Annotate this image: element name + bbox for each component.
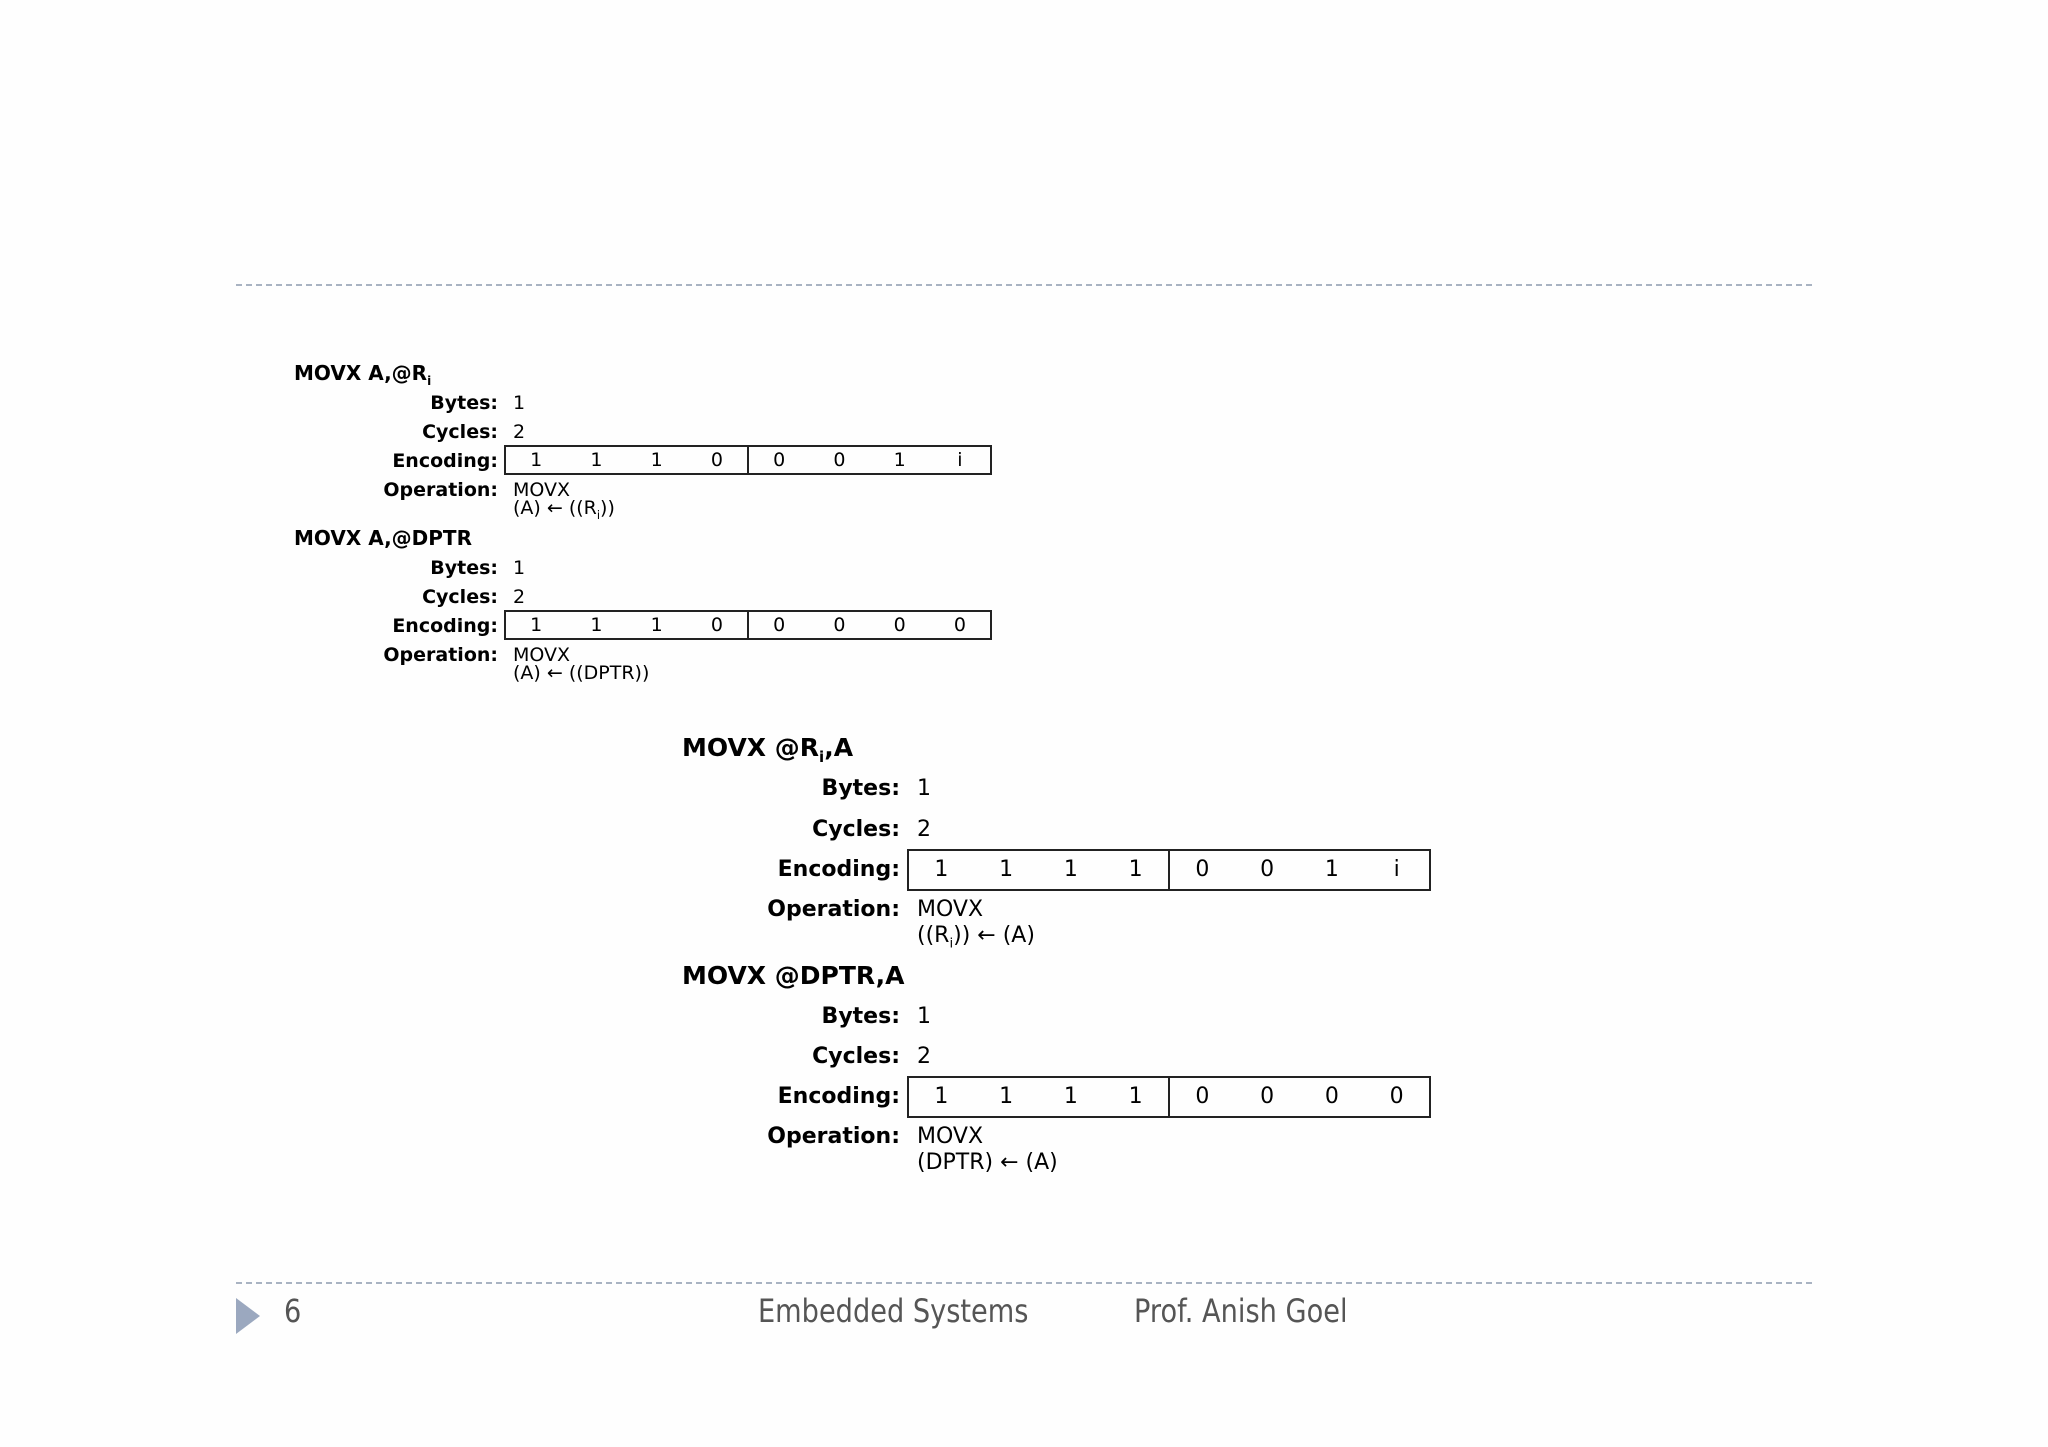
header-divider (236, 284, 1812, 286)
operation-expression: (A) ← ((Ri)) (513, 497, 615, 522)
encoding-bit: i (1393, 857, 1400, 882)
encoding-bit: 0 (833, 449, 846, 471)
encoding-bit: 0 (1260, 857, 1275, 882)
operation-label: Operation: (767, 897, 900, 922)
cycles-label: Cycles: (812, 817, 900, 842)
footer-divider (236, 1282, 1812, 1284)
encoding-bit: 0 (710, 614, 723, 636)
encoding-box: 1 1 1 0 0 0 1 i (504, 445, 992, 475)
operation-expression: ((Ri)) ← (A) (917, 923, 1035, 952)
encoding-bit: 1 (530, 449, 543, 471)
bytes-value: 1 (513, 557, 526, 579)
encoding-box: 1 1 1 1 0 0 1 i (907, 849, 1431, 891)
encoding-bit: 0 (1260, 1084, 1275, 1109)
encoding-bit: 1 (590, 449, 603, 471)
encoding-bit: 0 (1389, 1084, 1404, 1109)
operation-name: MOVX (917, 897, 984, 922)
bytes-label: Bytes: (430, 557, 498, 579)
encoding-label: Encoding: (392, 450, 498, 472)
cycles-value: 2 (513, 586, 526, 608)
encoding-bit: 0 (1195, 857, 1210, 882)
bytes-label: Bytes: (821, 1004, 900, 1029)
encoding-bit: 1 (1063, 1084, 1078, 1109)
encoding-box: 1 1 1 1 0 0 0 0 (907, 1076, 1431, 1118)
encoding-bit: 0 (1324, 1084, 1339, 1109)
encoding-bit: 1 (934, 1084, 949, 1109)
encoding-bit: 1 (1128, 1084, 1143, 1109)
encoding-bit: 1 (1324, 857, 1339, 882)
operation-expression: (A) ← ((DPTR)) (513, 662, 650, 684)
encoding-label: Encoding: (777, 857, 900, 882)
bytes-label: Bytes: (821, 776, 900, 801)
encoding-bit: 0 (953, 614, 966, 636)
encoding-bit: 1 (999, 857, 1014, 882)
encoding-bit: 1 (650, 449, 663, 471)
encoding-box: 1 1 1 0 0 0 0 0 (504, 610, 992, 640)
encoding-bit: 1 (934, 857, 949, 882)
author-name: Prof. Anish Goel (1134, 1292, 1348, 1330)
operation-label: Operation: (383, 644, 498, 666)
course-title: Embedded Systems (758, 1292, 1029, 1330)
operation-name: MOVX (513, 479, 571, 501)
cycles-label: Cycles: (422, 586, 498, 608)
encoding-bit: 1 (999, 1084, 1014, 1109)
instruction-title: MOVX @Ri,A (682, 733, 854, 766)
encoding-label: Encoding: (392, 615, 498, 637)
cycles-label: Cycles: (812, 1044, 900, 1069)
cycles-value: 2 (917, 1044, 931, 1069)
encoding-bit: 0 (773, 449, 786, 471)
cycles-value: 2 (917, 817, 931, 842)
encoding-bit: 1 (1063, 857, 1078, 882)
encoding-bit: 1 (530, 614, 543, 636)
cycles-value: 2 (513, 421, 526, 443)
encoding-bit: 0 (833, 614, 846, 636)
encoding-label: Encoding: (777, 1084, 900, 1109)
encoding-bit: 1 (893, 449, 906, 471)
operation-name: MOVX (513, 644, 571, 666)
encoding-bit: 1 (590, 614, 603, 636)
instruction-title: MOVX @DPTR,A (682, 961, 905, 990)
encoding-bit: 0 (1195, 1084, 1210, 1109)
encoding-bit: 0 (893, 614, 906, 636)
encoding-bit: 1 (1128, 857, 1143, 882)
encoding-bit: i (957, 449, 963, 471)
encoding-bit: 0 (773, 614, 786, 636)
operation-name: MOVX (917, 1124, 984, 1149)
instruction-title: MOVX A,@Ri (294, 361, 432, 388)
bytes-value: 1 (513, 392, 526, 414)
play-arrow-icon (236, 1298, 260, 1334)
instruction-title: MOVX A,@DPTR (294, 526, 472, 550)
page-number: 6 (284, 1292, 302, 1330)
bytes-value: 1 (917, 776, 931, 801)
operation-label: Operation: (383, 479, 498, 501)
cycles-label: Cycles: (422, 421, 498, 443)
encoding-bit: 1 (650, 614, 663, 636)
encoding-bit: 0 (710, 449, 723, 471)
operation-expression: (DPTR) ← (A) (917, 1150, 1058, 1175)
bytes-value: 1 (917, 1004, 931, 1029)
operation-label: Operation: (767, 1124, 900, 1149)
bytes-label: Bytes: (430, 392, 498, 414)
